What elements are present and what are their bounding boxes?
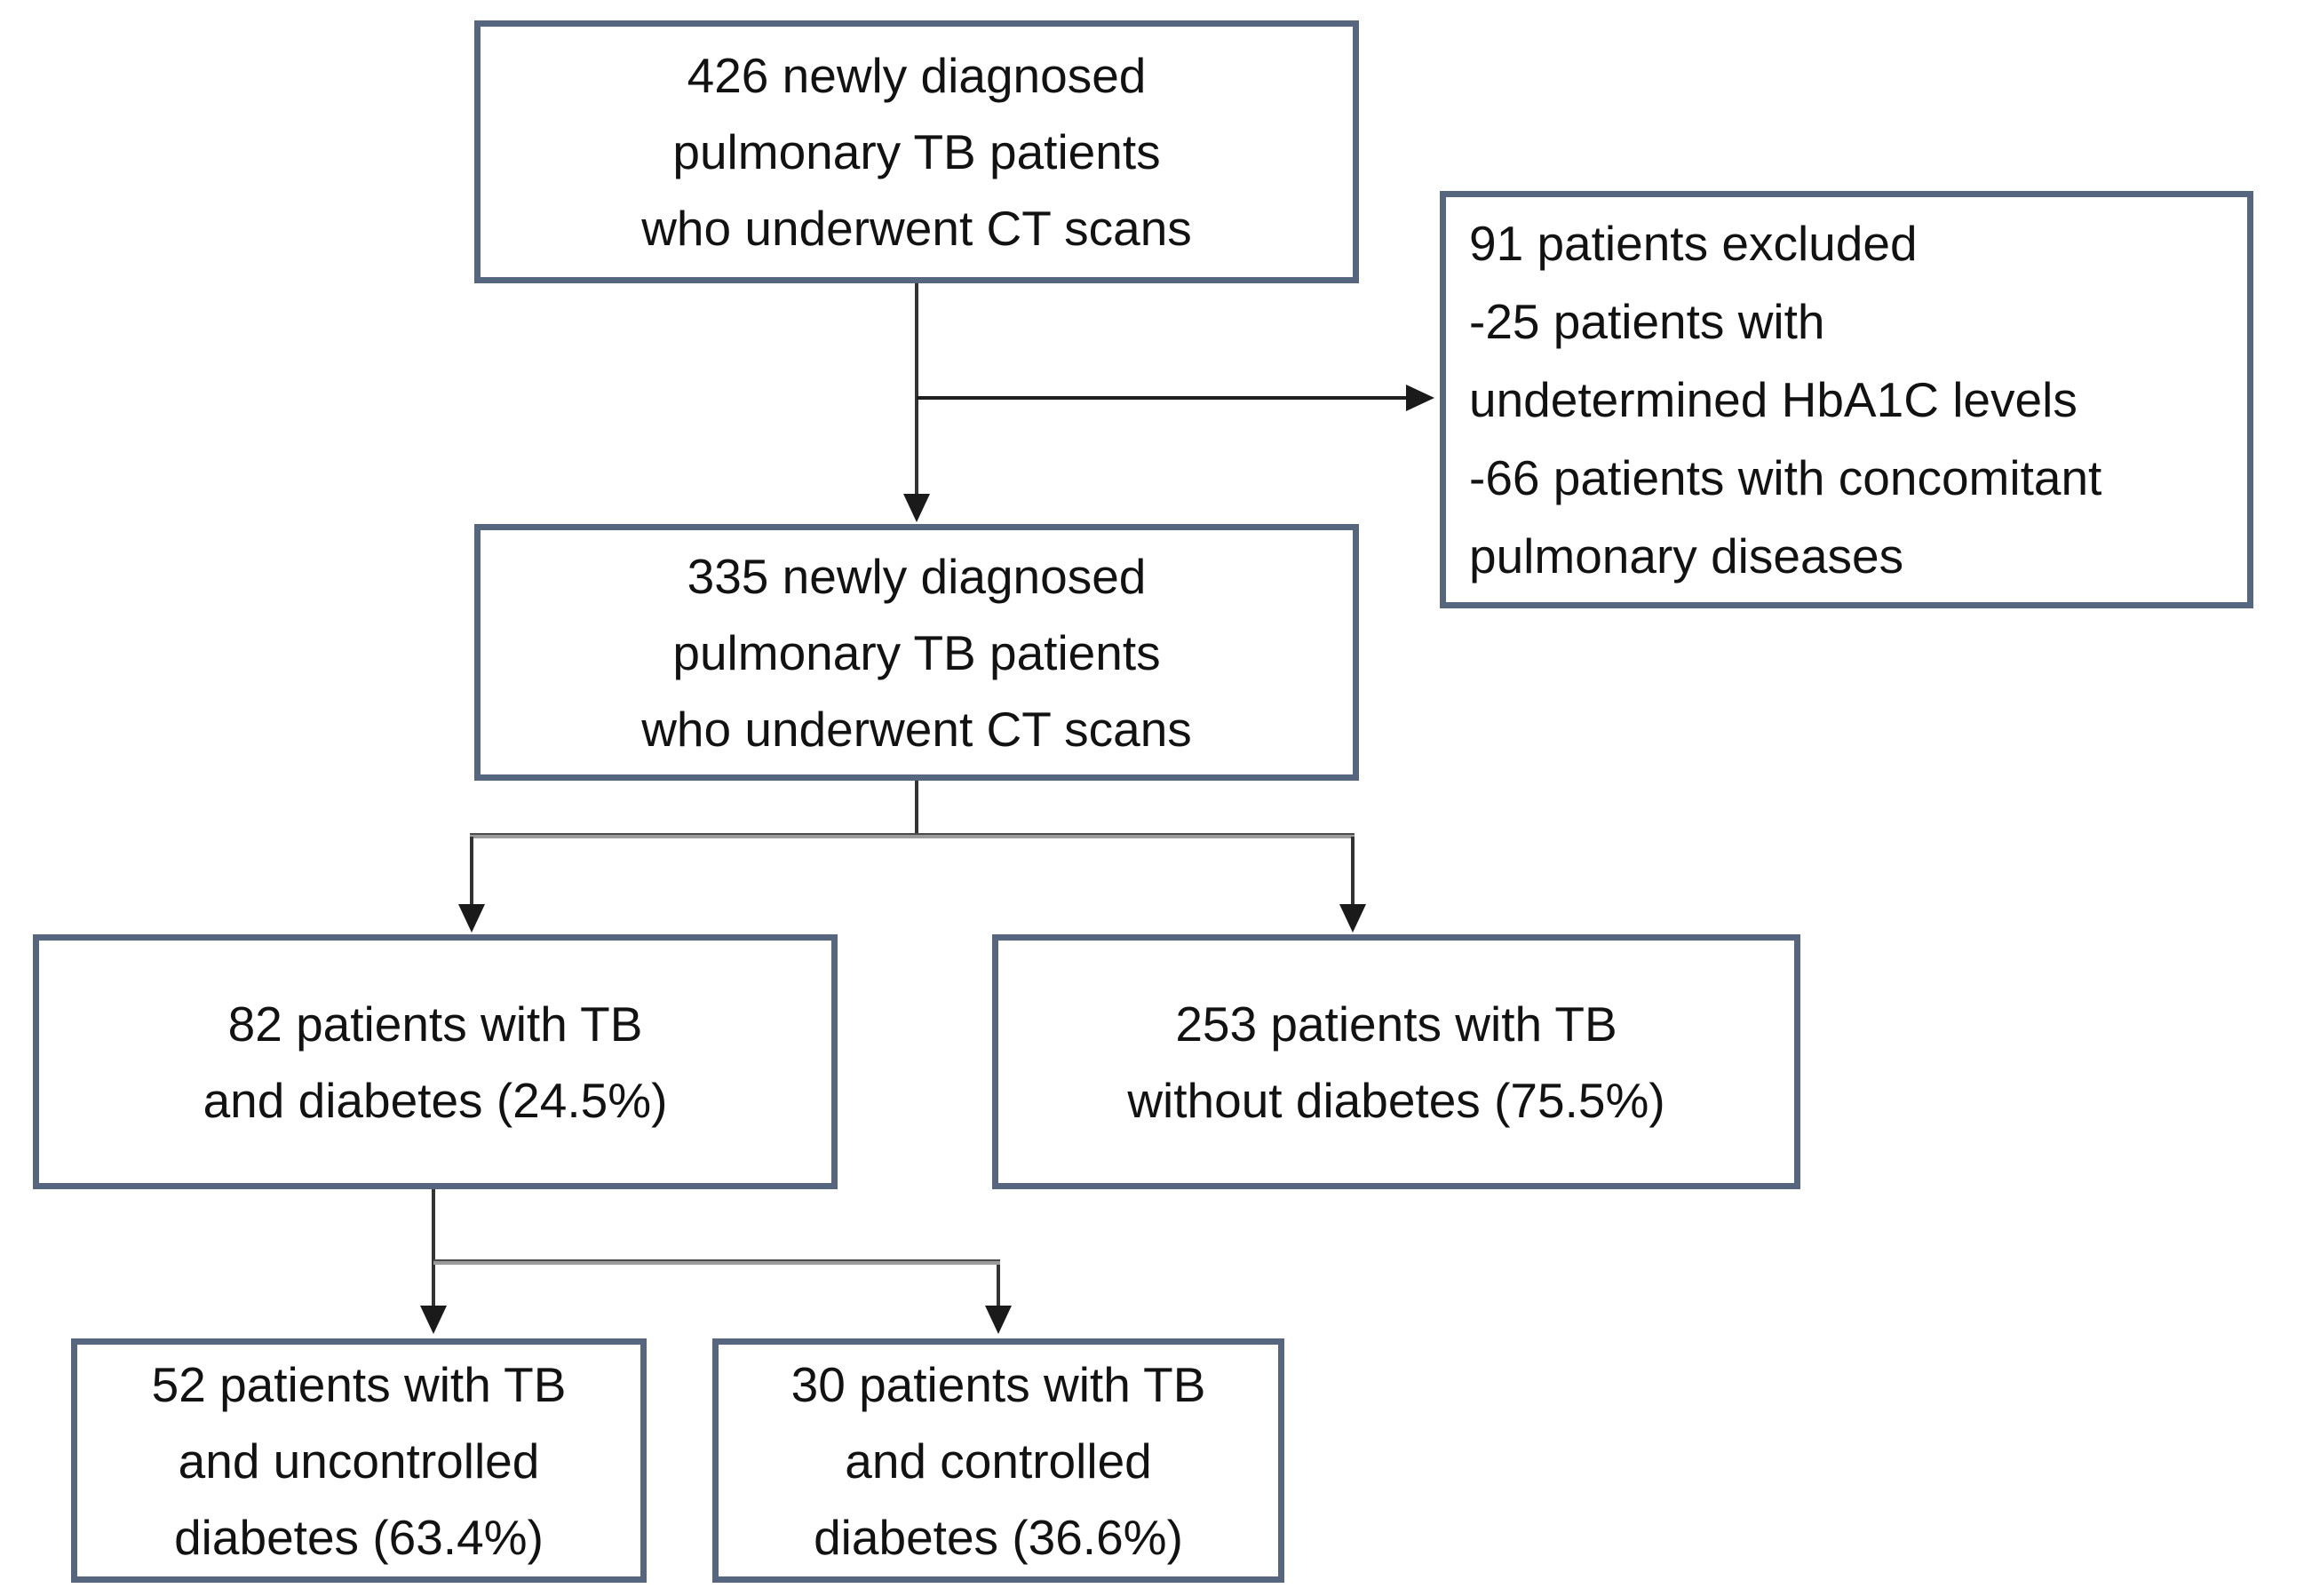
down-arrowhead-icon bbox=[985, 1306, 1012, 1334]
box-line: 30 patients with TB bbox=[791, 1356, 1206, 1412]
box-line: who underwent CT scans bbox=[641, 201, 1192, 256]
box-line: 426 newly diagnosed bbox=[687, 48, 1147, 103]
connector-to-tb-diabetes bbox=[470, 837, 473, 906]
connector-included-stub bbox=[915, 781, 918, 835]
box-line: diabetes (36.6%) bbox=[814, 1509, 1183, 1565]
connector-to-controlled bbox=[997, 1265, 1000, 1307]
flow-box-included-patients: 335 newly diagnosed pulmonary TB patient… bbox=[474, 524, 1359, 781]
split-bar-diabetes bbox=[470, 833, 1355, 838]
box-line: diabetes (63.4%) bbox=[174, 1509, 544, 1565]
box-line: 91 patients excluded bbox=[1469, 216, 1918, 271]
connector-total-to-included bbox=[915, 283, 918, 496]
box-line: and uncontrolled bbox=[178, 1433, 540, 1489]
box-line: undetermined HbA1C levels bbox=[1469, 372, 2078, 427]
box-line: who underwent CT scans bbox=[641, 701, 1192, 757]
flow-box-tb-without-diabetes: 253 patients with TB without diabetes (7… bbox=[992, 934, 1800, 1189]
box-line: 335 newly diagnosed bbox=[687, 548, 1147, 604]
down-arrowhead-icon bbox=[420, 1306, 447, 1334]
box-line: 82 patients with TB bbox=[227, 996, 643, 1052]
flow-box-excluded-patients: 91 patients excluded -25 patients with u… bbox=[1440, 191, 2253, 608]
connector-to-tb-no-diabetes bbox=[1351, 837, 1355, 906]
connector-to-uncontrolled bbox=[432, 1189, 435, 1307]
flow-box-uncontrolled-diabetes: 52 patients with TB and uncontrolled dia… bbox=[71, 1338, 647, 1583]
box-line: 52 patients with TB bbox=[151, 1356, 567, 1412]
flow-box-controlled-diabetes: 30 patients with TB and controlled diabe… bbox=[712, 1338, 1284, 1583]
box-line: pulmonary diseases bbox=[1469, 528, 1904, 584]
box-line: and diabetes (24.5%) bbox=[203, 1072, 668, 1128]
box-line: 253 patients with TB bbox=[1175, 996, 1617, 1052]
connector-to-excluded bbox=[917, 396, 1408, 400]
box-line: -25 patients with bbox=[1469, 294, 1825, 349]
flow-box-total-patients: 426 newly diagnosed pulmonary TB patient… bbox=[474, 20, 1359, 283]
down-arrowhead-icon bbox=[1339, 904, 1366, 933]
box-line: -66 patients with concomitant bbox=[1469, 450, 2102, 505]
down-arrowhead-icon bbox=[458, 904, 485, 933]
flow-box-tb-with-diabetes: 82 patients with TB and diabetes (24.5%) bbox=[33, 934, 838, 1189]
box-line: pulmonary TB patients bbox=[672, 124, 1161, 179]
box-line: without diabetes (75.5%) bbox=[1127, 1072, 1665, 1128]
split-bar-control bbox=[433, 1259, 1000, 1265]
box-line: and controlled bbox=[845, 1433, 1152, 1489]
down-arrowhead-icon bbox=[903, 494, 930, 522]
right-arrowhead-icon bbox=[1406, 385, 1434, 411]
box-line: pulmonary TB patients bbox=[672, 624, 1161, 680]
